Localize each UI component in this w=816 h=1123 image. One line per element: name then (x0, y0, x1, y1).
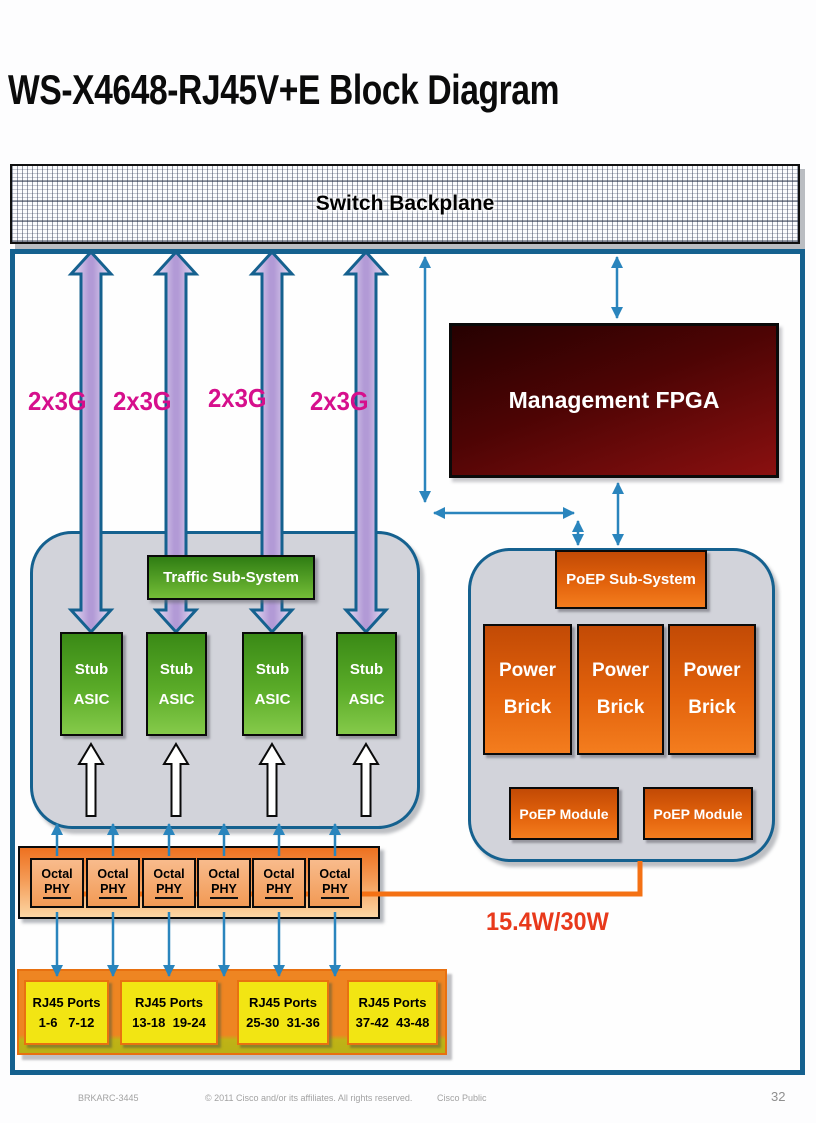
management-fpga-label: Management FPGA (508, 387, 720, 413)
octal-phy-label: Octal (97, 867, 129, 881)
rj45-port-bank: RJ45 Ports 1-6 7-12 (24, 980, 109, 1045)
stub-asic-box: Stub ASIC (336, 632, 397, 736)
power-brick-label: Power (498, 660, 557, 681)
poep-module-box: PoEP Module (643, 787, 753, 840)
power-brick-label: Power (591, 660, 650, 681)
uplink-speed-label: 2x3G (310, 386, 369, 416)
octal-phy-label: PHY (99, 882, 127, 899)
octal-phy-box: Octal PHY (30, 858, 84, 908)
power-brick-box: Power Brick (668, 624, 756, 755)
octal-phy-box: Octal PHY (142, 858, 196, 908)
rj45-port-bank: RJ45 Ports 37-42 43-48 (347, 980, 438, 1045)
power-brick-box: Power Brick (483, 624, 572, 755)
rj45-bank-range: 25-30 31-36 (246, 1015, 320, 1030)
stub-asic-box: Stub ASIC (146, 632, 207, 736)
slide-title: WS-X4648-RJ45V+E Block Diagram (8, 66, 560, 113)
stub-asic-label: ASIC (254, 690, 291, 708)
rj45-bank-label: RJ45 Ports (32, 995, 101, 1010)
stub-asic-label: ASIC (348, 690, 385, 708)
page-number: 32 (771, 1089, 786, 1104)
octal-phy-label: PHY (155, 882, 183, 899)
octal-phy-box: Octal PHY (197, 858, 251, 908)
stub-asic-label: ASIC (73, 690, 110, 708)
poep-module-box: PoEP Module (509, 787, 619, 840)
poep-subsystem-title: PoEP Sub-System (555, 550, 707, 609)
power-brick-label: Brick (503, 697, 552, 718)
stub-asic-box: Stub ASIC (60, 632, 123, 736)
power-brick-label: Brick (596, 697, 645, 718)
power-brick-label: Brick (688, 697, 736, 718)
octal-phy-label: PHY (210, 882, 238, 899)
switch-backplane-label: Switch Backplane (315, 192, 495, 215)
classification-text: Cisco Public (437, 1093, 487, 1103)
rj45-bank-range: 13-18 19-24 (132, 1015, 206, 1030)
copyright-text: © 2011 Cisco and/or its affiliates. All … (205, 1093, 413, 1103)
rj45-bank-label: RJ45 Ports (249, 995, 317, 1010)
management-fpga-box: Management FPGA (449, 323, 779, 478)
octal-phy-label: PHY (321, 882, 349, 899)
octal-phy-box: Octal PHY (86, 858, 140, 908)
stub-asic-label: Stub (74, 660, 109, 678)
switch-backplane: Switch Backplane (10, 164, 800, 244)
stub-asic-label: Stub (349, 660, 384, 678)
rj45-bank-range: 1-6 7-12 (38, 1015, 95, 1030)
stub-asic-label: Stub (159, 660, 194, 678)
power-brick-box: Power Brick (577, 624, 664, 755)
octal-phy-box: Octal PHY (308, 858, 362, 908)
octal-phy-label: Octal (263, 867, 295, 881)
octal-phy-label: Octal (319, 867, 351, 881)
uplink-speed-label: 2x3G (28, 386, 87, 416)
rj45-bank-label: RJ45 Ports (135, 995, 203, 1010)
rj45-bank-label: RJ45 Ports (358, 995, 427, 1010)
octal-phy-label: Octal (41, 867, 73, 881)
session-id: BRKARC-3445 (78, 1093, 139, 1103)
rj45-port-bank: RJ45 Ports 13-18 19-24 (120, 980, 218, 1045)
rj45-bank-range: 37-42 43-48 (355, 1015, 430, 1030)
stub-asic-box: Stub ASIC (242, 632, 303, 736)
octal-phy-label: PHY (265, 882, 293, 899)
poe-wattage-label: 15.4W/30W (486, 908, 609, 936)
power-brick-label: Power (683, 660, 741, 681)
stub-asic-label: ASIC (158, 690, 195, 708)
traffic-subsystem-title: Traffic Sub-System (147, 555, 315, 600)
octal-phy-label: PHY (43, 882, 71, 899)
uplink-speed-label: 2x3G (208, 383, 267, 413)
octal-phy-label: Octal (208, 867, 240, 881)
octal-phy-label: Octal (153, 867, 185, 881)
uplink-speed-label: 2x3G (113, 386, 172, 416)
rj45-port-bank: RJ45 Ports 25-30 31-36 (237, 980, 329, 1045)
stub-asic-label: Stub (255, 660, 290, 678)
octal-phy-box: Octal PHY (252, 858, 306, 908)
